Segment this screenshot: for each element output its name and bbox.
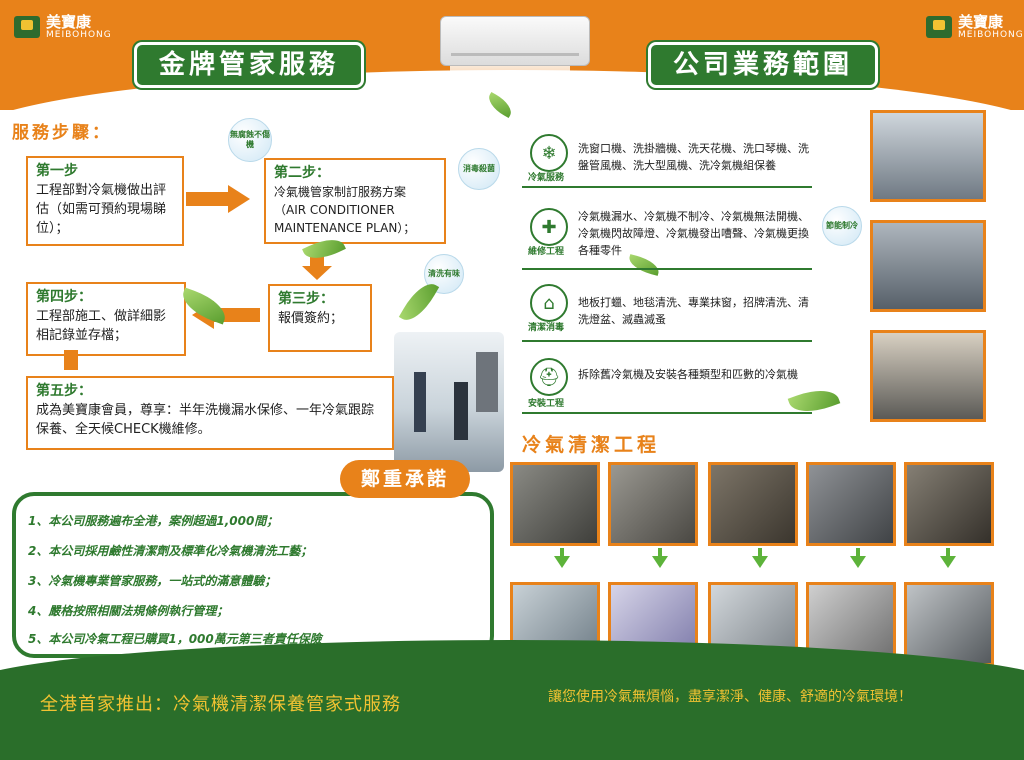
arrow-down-icon — [302, 266, 332, 280]
house-icon: ⌂ — [530, 284, 568, 322]
logo-zh: 美寶康 — [46, 13, 92, 31]
service-photo — [870, 220, 986, 312]
step-body: 工程部施工、做詳細影相記錄並存檔； — [36, 309, 167, 343]
footer-slogan-right: 讓您使用冷氣無煩惱，盡享潔淨、健康、舒適的冷氣環境！ — [548, 689, 912, 705]
arrow-down-icon — [554, 556, 570, 568]
arrow-stem — [560, 548, 564, 558]
promise-box — [12, 492, 494, 658]
step-heading: 第四步： — [36, 289, 92, 305]
service-divider — [522, 412, 812, 414]
service-label: 維修工程 — [527, 247, 564, 257]
step-body: 冷氣機管家制訂服務方案（AIR CONDITIONER MAINTENANCE … — [274, 185, 416, 235]
step-2-box: 第二步： 冷氣機管家制訂服務方案（AIR CONDITIONER MAINTEN… — [264, 158, 446, 244]
helmet-icon: ⛑ — [530, 358, 568, 396]
leaf-decoration — [398, 277, 440, 327]
wrench-icon: ✚ — [530, 208, 568, 246]
promise-item: 1、本公司服務遍布全港，案例超過1,000間； — [28, 514, 279, 528]
arrow-down-icon — [940, 556, 956, 568]
service-label: 冷氣服務 — [527, 173, 564, 183]
before-photo — [510, 462, 600, 546]
logo-right: 美寶康 MEIBOHONG — [926, 14, 1024, 40]
service-photo — [870, 110, 986, 202]
service-divider — [522, 186, 812, 188]
service-divider — [522, 340, 812, 342]
promise-item: 2、本公司採用鹼性清潔劑及標準化冷氣機清洗工藝； — [28, 544, 313, 558]
bubble-badge: 無腐蝕不傷機 — [228, 118, 272, 162]
service-label: 安裝工程 — [527, 399, 564, 409]
arrow-down-icon — [752, 556, 768, 568]
arrow-stem — [856, 548, 860, 558]
arrow-down-icon — [652, 556, 668, 568]
arrow-stem — [658, 548, 662, 558]
step-heading: 第三步： — [278, 291, 334, 307]
before-photo — [806, 462, 896, 546]
after-photo — [904, 582, 994, 666]
logo-mark-icon — [14, 16, 40, 38]
left-banner: 金牌管家服務 — [134, 42, 364, 88]
step-4-box: 第四步： 工程部施工、做詳細影相記錄並存檔； — [26, 282, 186, 356]
step-5-box: 第五步： 成為美寶康會員，尊享：半年洗機漏水保修、一年冷氣跟踪保養、全天候CHE… — [26, 376, 394, 450]
promise-item: 5、本公司冷氣工程已購買1，000萬元第三者責任保險 — [28, 632, 322, 646]
step-heading: 第一步 — [36, 163, 78, 179]
clean-title: 冷氣清潔工程 — [522, 434, 661, 456]
step-body: 報價簽約； — [278, 311, 344, 326]
service-label: 清潔消毒 — [527, 323, 564, 333]
service-photo — [870, 330, 986, 422]
arrow-stem — [758, 548, 762, 558]
arrow-stem — [946, 548, 950, 558]
step-3-box: 第三步： 報價簽約； — [268, 284, 372, 352]
service-text: 冷氣機漏水、冷氣機不制冷、冷氣機無法開機、冷氣機閃故障燈、冷氣機發出嘈聲、冷氣機… — [578, 210, 809, 257]
arrow-right-icon — [228, 185, 250, 213]
logo-mark-icon — [926, 16, 952, 38]
technicians-photo — [394, 332, 504, 472]
step-1-box: 第一步 工程部對冷氣機做出評估（如需可預約現場睇位）； — [26, 156, 184, 246]
before-photo — [904, 462, 994, 546]
logo-en: MEIBOHONG — [958, 30, 1024, 40]
service-divider — [522, 268, 812, 270]
steps-title: 服務步驟： — [12, 123, 112, 143]
before-photo — [608, 462, 698, 546]
footer-slogan-left: 全港首家推出：冷氣機清潔保養管家式服務 — [40, 694, 401, 715]
step-body: 工程部對冷氣機做出評估（如需可預約現場睇位）； — [36, 183, 167, 236]
promise-tag: 鄭重承諾 — [340, 460, 470, 498]
right-banner: 公司業務範圍 — [648, 42, 878, 88]
service-text: 洗窗口機、洗掛牆機、洗天花機、洗口琴機、洗盤管風機、洗大型風機、洗冷氣機組保養 — [578, 142, 809, 172]
logo-left: 美寶康 MEIBOHONG — [14, 14, 112, 40]
step-heading: 第二步： — [274, 165, 330, 181]
service-text: 拆除舊冷氣機及安裝各種類型和匹數的冷氣機 — [578, 368, 798, 381]
bubble-badge: 消毒殺菌 — [458, 148, 500, 190]
step-body: 成為美寶康會員，尊享：半年洗機漏水保修、一年冷氣跟踪保養、全天候CHECK機維修… — [36, 403, 375, 437]
step-heading: 第五步： — [36, 383, 92, 399]
logo-zh: 美寶康 — [958, 13, 1004, 31]
promise-item: 4、嚴格按照相關法規條例執行管理； — [28, 604, 229, 618]
arrow-shaft — [186, 192, 228, 206]
logo-en: MEIBOHONG — [46, 30, 112, 40]
service-text: 地板打蠟、地毯清洗、專業抹窗，招牌清洗、清洗燈盆、滅蟲滅蚤 — [578, 296, 809, 326]
arrow-shaft — [64, 350, 78, 370]
promise-item: 3、冷氣機專業管家服務，一站式的滿意體驗； — [28, 574, 277, 588]
arrow-shaft — [214, 308, 260, 322]
arrow-down-icon — [850, 556, 866, 568]
bubble-badge: 節能制冷 — [822, 206, 862, 246]
aircon-icon: ❄ — [530, 134, 568, 172]
air-conditioner-icon — [440, 16, 590, 66]
before-photo — [708, 462, 798, 546]
